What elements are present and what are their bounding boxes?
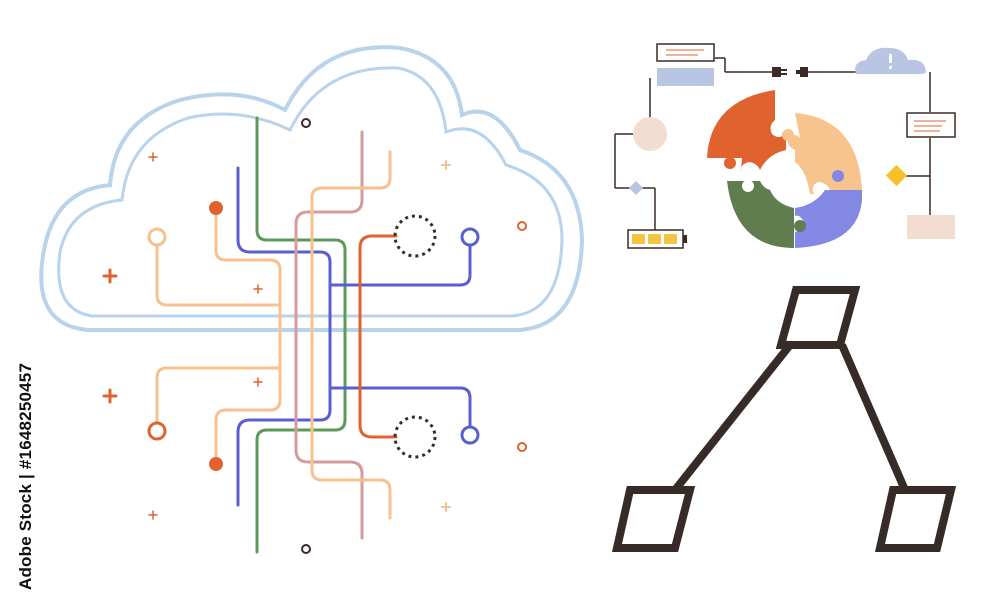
terminal-blue-top: [460, 227, 480, 247]
circuit-line-peach-left-top2: [214, 214, 282, 458]
terminal-orange-bottom: [209, 457, 223, 471]
sparkles: [102, 152, 451, 520]
terminal-peach-bottom: [147, 421, 167, 441]
alert-cloud-icon: [855, 47, 926, 74]
node-bottom-left: [612, 486, 696, 552]
document-right-icon: [906, 112, 956, 138]
circuit-line-pink: [294, 130, 364, 540]
plug-icon: [772, 67, 808, 77]
dotted-ring-bottom: [393, 415, 437, 459]
dotted-ring-top: [393, 214, 437, 258]
cloud-outline-outer: [39, 45, 585, 332]
circuit-terminals: [147, 118, 527, 554]
puzzle-tab-2: [742, 180, 754, 192]
peach-circle: [633, 117, 667, 151]
terminal-orange-top: [209, 201, 223, 215]
small-plus-icon: [441, 160, 451, 512]
puzzle-ring-icon: [707, 90, 862, 248]
terminal-dark-bottom: [301, 544, 311, 554]
circuit-line-green: [255, 116, 347, 554]
small-ring-right-bottom: [517, 442, 527, 452]
star-icon: [148, 152, 263, 520]
puzzle-piece-orange: [707, 90, 786, 172]
puzzle-tab-1: [782, 129, 794, 141]
plus-icon: [102, 268, 118, 404]
battery-icon: [627, 229, 687, 249]
circuit-line-blue-right-bottom: [328, 386, 472, 430]
network-node-icon: [612, 286, 957, 552]
puzzle-piece-peach: [787, 113, 862, 194]
peach-block: [907, 215, 955, 239]
circuit-line-blue-right-top: [328, 242, 472, 287]
stock-id-label: Adobe Stock | #1648250457: [16, 362, 35, 590]
terminal-peach-top: [147, 227, 167, 247]
circuit-line-peach-center: [310, 150, 392, 520]
node-bottom-right: [875, 486, 957, 552]
circuit-lines-icon: [155, 116, 472, 554]
puzzle-tab-4: [794, 220, 806, 232]
node-top: [775, 286, 861, 349]
puzzle-piece-blue: [795, 190, 862, 248]
circuit-line-orange-top: [358, 234, 398, 439]
document-icon: [656, 43, 715, 86]
circuit-line-blue-left: [236, 166, 332, 507]
link-left: [671, 342, 794, 493]
circuit-line-peach-left-top: [155, 243, 282, 307]
link-right: [838, 343, 909, 492]
puzzle-tab-5: [724, 157, 736, 169]
circuit-line-peach-left-bottom: [155, 366, 282, 426]
puzzle-tab-3: [832, 170, 844, 182]
diamond-yellow: [885, 164, 908, 187]
terminal-dark-top: [301, 118, 311, 128]
cloud-icon: [39, 45, 585, 332]
small-ring-right-top: [517, 221, 527, 231]
puzzle-piece-green: [727, 181, 794, 248]
diamond-small: [628, 180, 644, 196]
cloud-outline-inner: [57, 66, 564, 318]
terminal-blue-bottom: [460, 425, 480, 445]
